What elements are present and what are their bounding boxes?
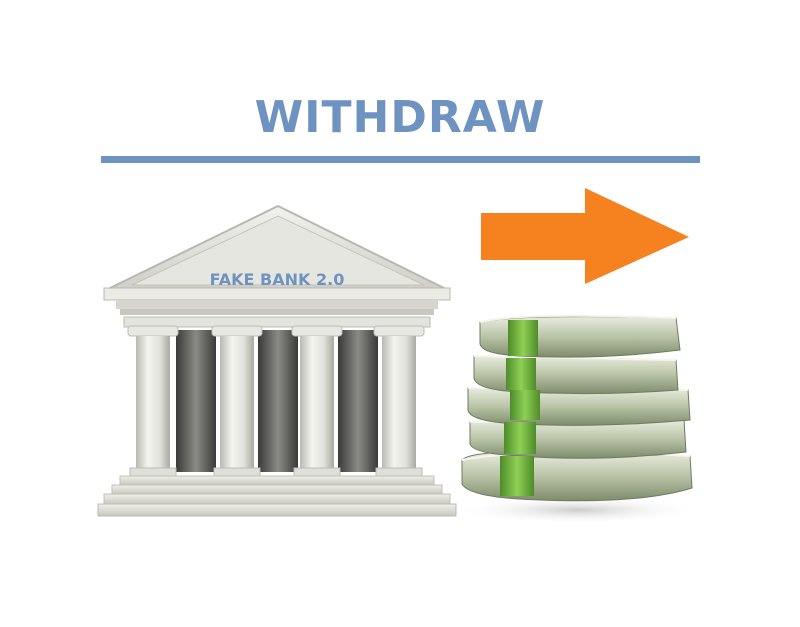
bank-building-icon: FAKE BANK 2.0 [97, 204, 457, 517]
cash-stack-icon [453, 314, 703, 524]
page-title: WITHDRAW [254, 92, 546, 143]
bank-label: FAKE BANK 2.0 [210, 270, 345, 289]
arrow-right-icon [481, 188, 689, 284]
title-divider [101, 156, 700, 163]
